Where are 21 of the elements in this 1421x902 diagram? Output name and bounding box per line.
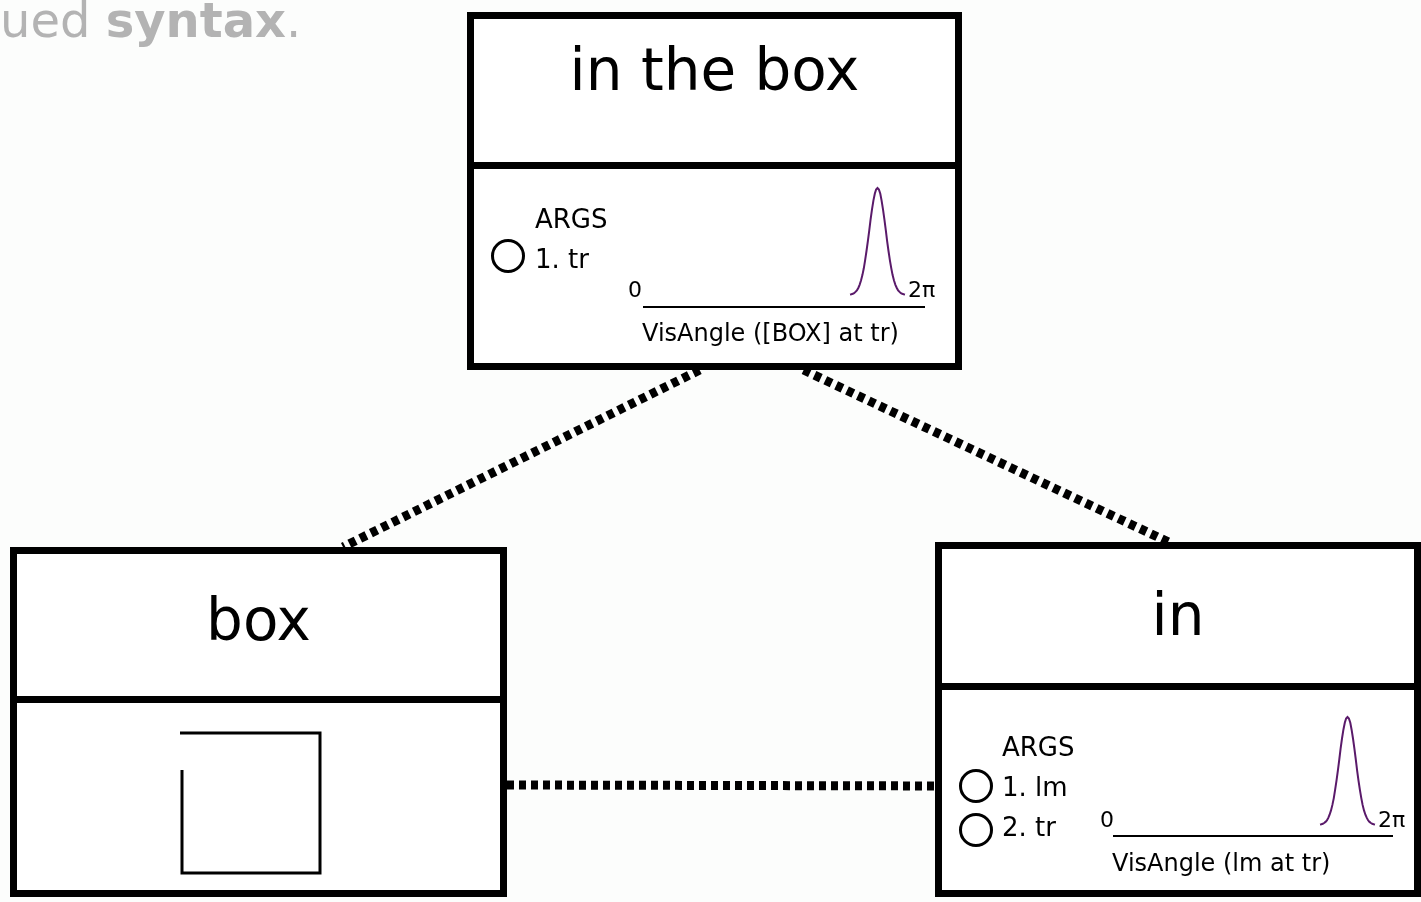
argument-label: 1. tr <box>535 245 589 274</box>
axis-tick-label: 0 <box>628 278 642 303</box>
port-circle <box>959 769 993 803</box>
port-circle <box>491 239 525 273</box>
axis-tick-label: 0 <box>1100 808 1114 833</box>
axis-title: VisAngle ([BOX] at tr) <box>642 320 899 347</box>
concept-title: in the box <box>568 39 861 103</box>
args-heading: ARGS <box>1002 733 1075 762</box>
concept-box <box>935 542 1421 897</box>
concept-box <box>10 547 507 897</box>
heading-fragment: ued syntax. <box>0 0 302 48</box>
concept-box <box>467 12 962 370</box>
concept-title: box <box>205 589 312 653</box>
argument-label: 1. lm <box>1002 773 1068 802</box>
argument-label: 2. tr <box>1002 813 1056 842</box>
args-heading: ARGS <box>535 205 608 234</box>
axis-tick-label: 2π <box>1378 808 1406 833</box>
port-circle <box>959 813 993 847</box>
axis-title: VisAngle (lm at tr) <box>1112 850 1331 877</box>
concept-title: in <box>1150 584 1206 648</box>
axis-tick-label: 2π <box>908 278 936 303</box>
